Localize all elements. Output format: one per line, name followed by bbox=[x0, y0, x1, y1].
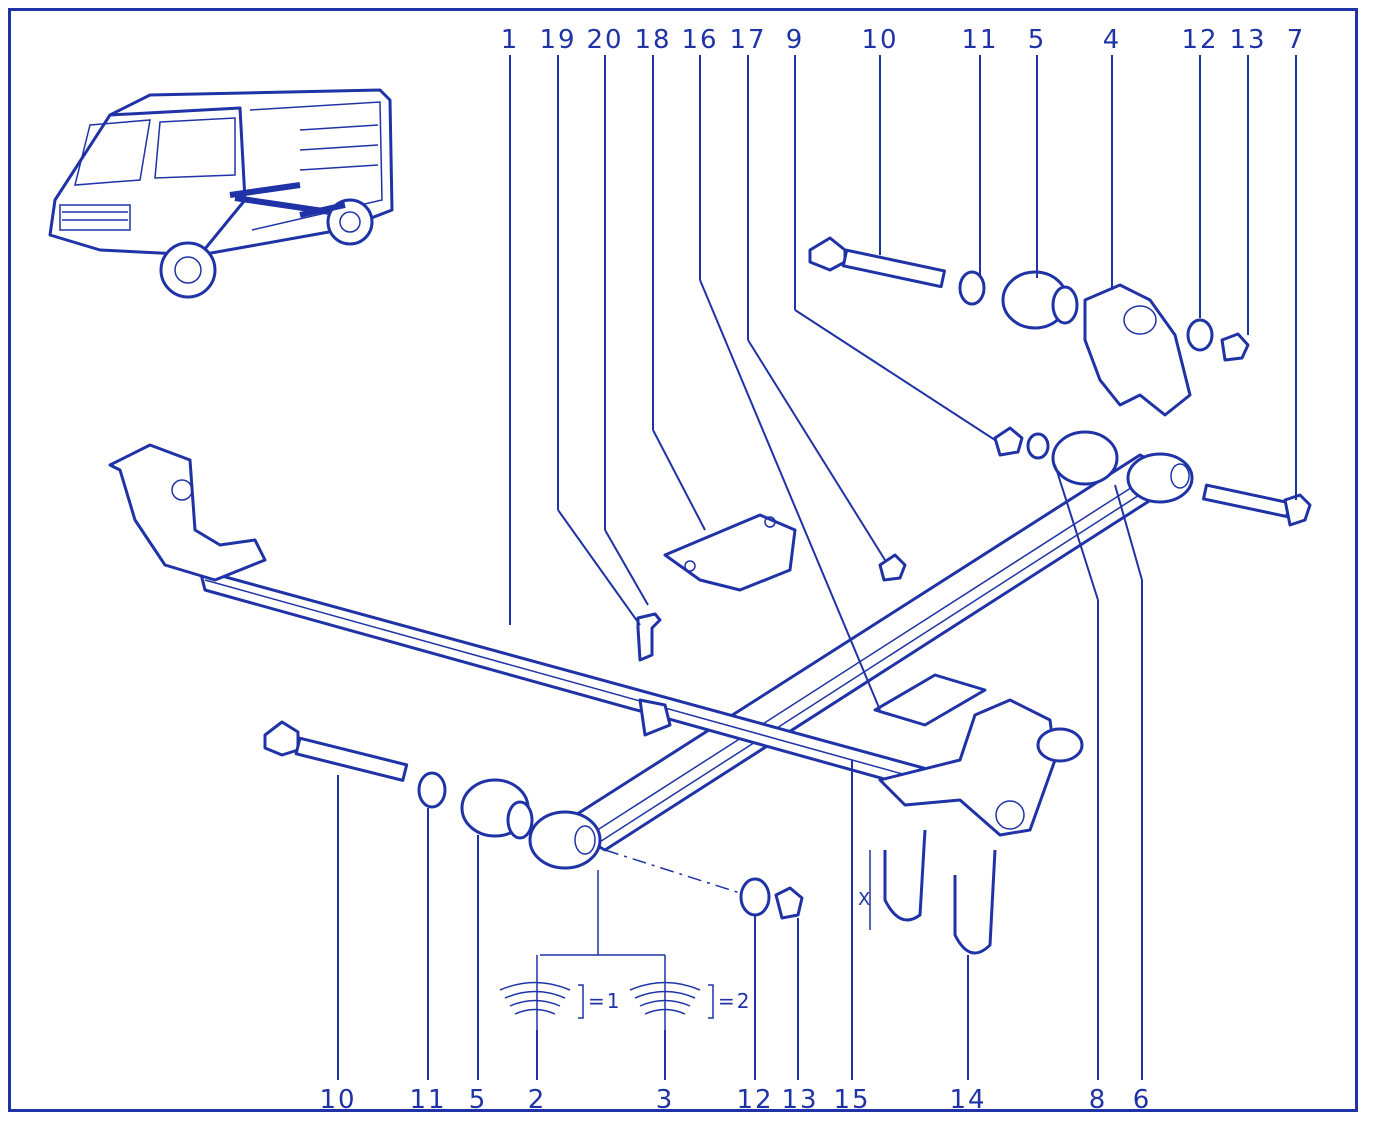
equal-mark-2: =2 bbox=[718, 989, 751, 1013]
callout-1: 1 bbox=[501, 25, 520, 55]
callout-19: 19 bbox=[539, 25, 576, 55]
callout-16: 16 bbox=[681, 25, 718, 55]
callout-17: 17 bbox=[729, 25, 766, 55]
callout-5: 5 bbox=[1028, 25, 1047, 55]
callout-8: 8 bbox=[1089, 1085, 1108, 1115]
callout-18: 18 bbox=[634, 25, 671, 55]
callout-7: 7 bbox=[1287, 25, 1306, 55]
van-illustration bbox=[48, 88, 394, 299]
lower-hardware bbox=[263, 720, 804, 920]
callout-20: 20 bbox=[586, 25, 623, 55]
callout-13-bottom: 13 bbox=[781, 1085, 818, 1115]
callout-10: 10 bbox=[861, 25, 898, 55]
callout-10-bottom: 10 bbox=[319, 1085, 356, 1115]
diagram-frame bbox=[8, 8, 1358, 1112]
callout-12-bottom: 12 bbox=[736, 1085, 773, 1115]
top-callouts: 1 19 20 18 16 17 9 10 11 5 4 12 13 7 bbox=[501, 25, 1306, 55]
callout-2: 2 bbox=[528, 1085, 547, 1115]
callout-11: 11 bbox=[961, 25, 998, 55]
callout-14: 14 bbox=[949, 1085, 986, 1115]
leaf-spring bbox=[528, 452, 1194, 870]
callout-11-bottom: 11 bbox=[409, 1085, 446, 1115]
leaf-sections bbox=[499, 870, 701, 1030]
u-bolts bbox=[869, 829, 997, 955]
callout-9: 9 bbox=[786, 25, 805, 55]
callout-6: 6 bbox=[1133, 1085, 1152, 1115]
callout-15: 15 bbox=[833, 1085, 870, 1115]
top-leaders bbox=[509, 55, 1297, 711]
equal-mark-1: =1 bbox=[588, 989, 621, 1013]
callout-13: 13 bbox=[1229, 25, 1266, 55]
right-hardware bbox=[993, 426, 1312, 527]
callout-4: 4 bbox=[1103, 25, 1122, 55]
callout-3: 3 bbox=[656, 1085, 675, 1115]
dimension-x: X bbox=[858, 889, 872, 910]
upper-hardware bbox=[808, 236, 1250, 417]
axle-beam bbox=[108, 443, 1084, 837]
bottom-callouts: 10 11 5 2 3 12 13 15 14 8 6 bbox=[319, 1085, 1152, 1115]
bump-stop bbox=[636, 513, 987, 727]
callout-5-bottom: 5 bbox=[469, 1085, 488, 1115]
annotations: =1 =2 X bbox=[578, 889, 872, 1019]
bottom-leaders bbox=[337, 464, 1143, 1080]
callout-12: 12 bbox=[1181, 25, 1218, 55]
